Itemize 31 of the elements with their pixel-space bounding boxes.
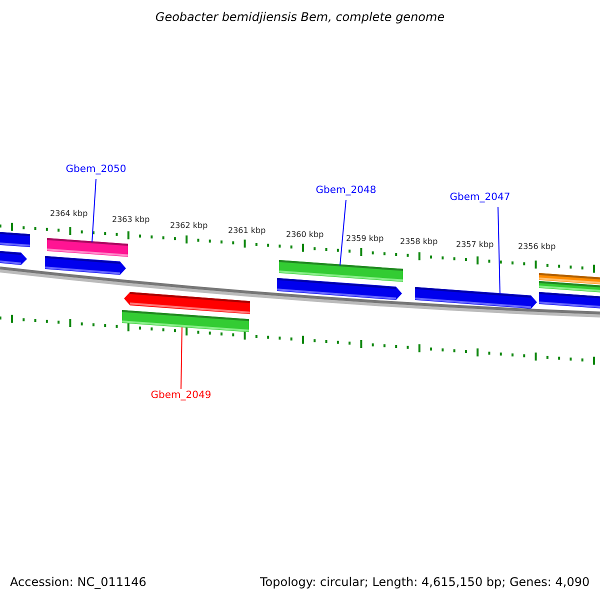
scale-label: 2358 kbp	[400, 237, 438, 246]
scale-label: 2360 kbp	[286, 230, 324, 239]
gene-bar	[415, 287, 537, 310]
gene-bar	[539, 281, 600, 294]
leader-line	[180, 326, 182, 390]
gene-bar	[539, 292, 600, 310]
scale-label: 2361 kbp	[228, 226, 266, 235]
gene-label: Gbem_2048	[316, 185, 376, 196]
gene-label: Gbem_2047	[450, 192, 510, 203]
gene-bar	[124, 292, 250, 316]
accession-text: Accession: NC_011146	[10, 575, 146, 589]
gene-bar	[539, 273, 600, 286]
scale-label: 2359 kbp	[346, 234, 384, 243]
gene-bar	[0, 251, 27, 266]
gene-bar	[47, 238, 128, 258]
gene-bar	[122, 310, 249, 334]
leader-line	[498, 206, 500, 295]
scale-label: 2356 kbp	[518, 242, 556, 251]
gene-bar	[45, 256, 126, 276]
scale-label: 2364 kbp	[50, 209, 88, 218]
gene-label: Gbem_2049	[150, 390, 212, 401]
scale-label: 2362 kbp	[170, 221, 208, 230]
gene-label: Gbem_2050	[66, 164, 126, 175]
gene-bar	[277, 278, 402, 301]
gene-bar	[0, 232, 30, 248]
genome-summary-text: Topology: circular; Length: 4,615,150 bp; Genes: 4,090	[260, 575, 590, 589]
gene-bar	[279, 260, 403, 283]
scale-label: 2357 kbp	[456, 240, 494, 249]
map-title: Geobacter bemidjiensis Bem, complete genome	[155, 10, 445, 24]
leader-line	[92, 178, 96, 243]
scale-label: 2363 kbp	[112, 215, 150, 224]
